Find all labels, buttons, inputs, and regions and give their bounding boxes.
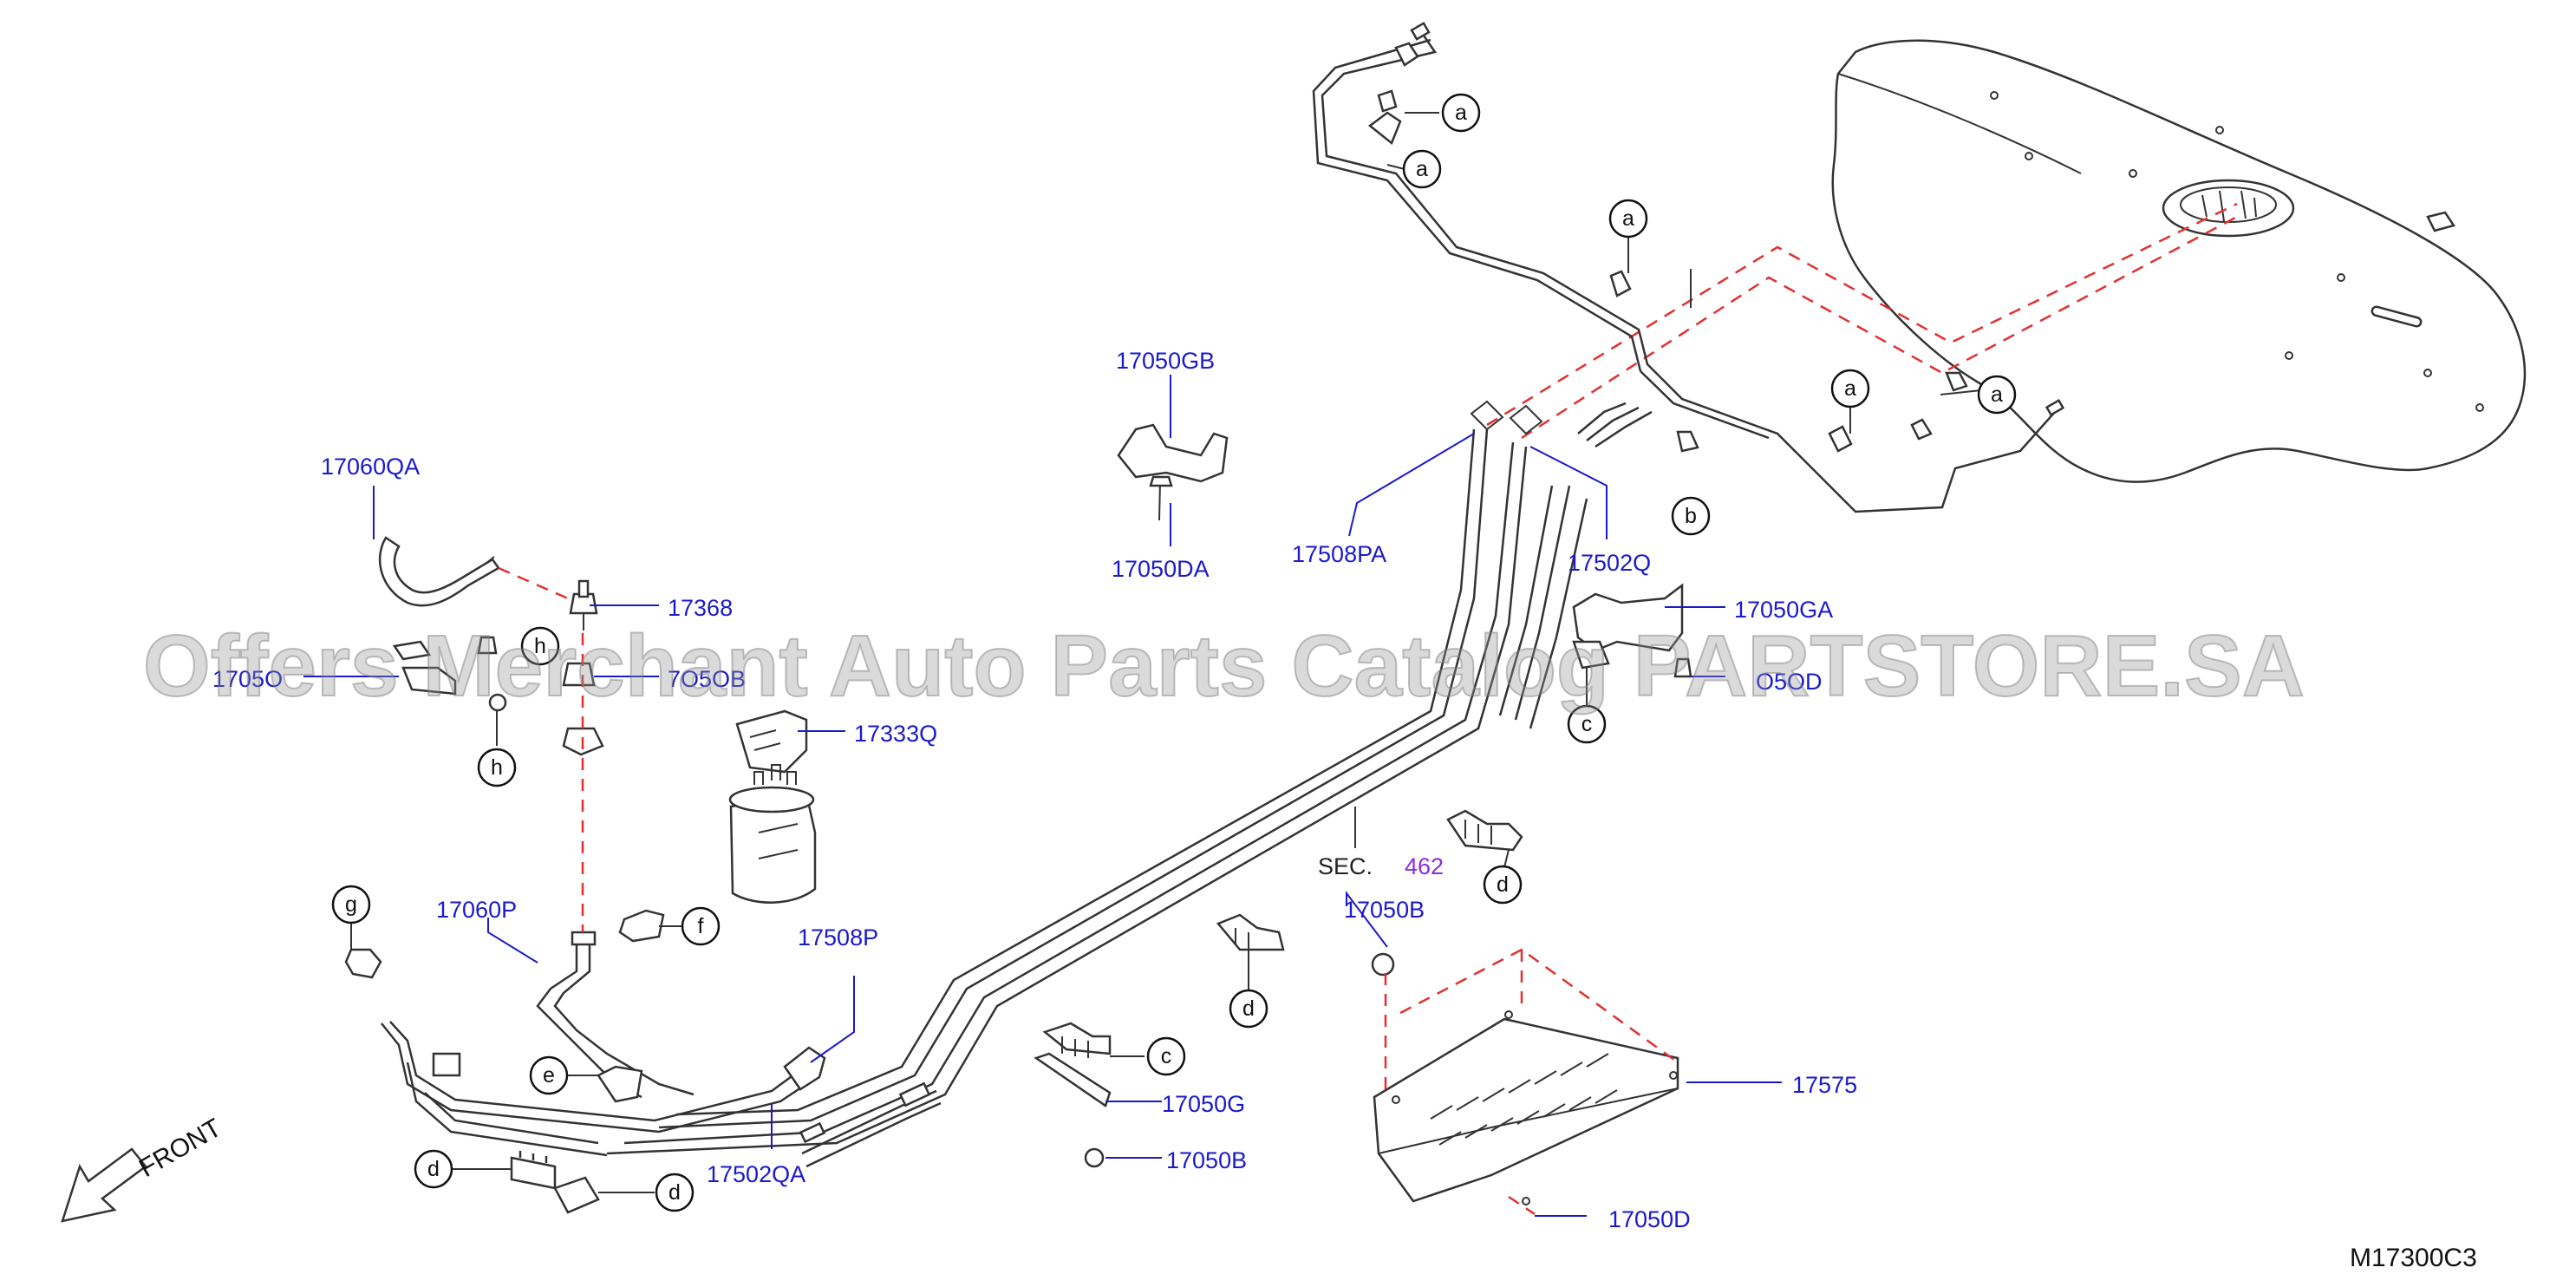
part-label-17050b-bottom[interactable]: 17050B — [1166, 1147, 1247, 1173]
hose-17060qa — [378, 536, 500, 607]
callout-a-4: a — [1830, 369, 1870, 408]
svg-text:a: a — [1622, 206, 1634, 231]
section-number-link[interactable]: 462 — [1405, 853, 1444, 879]
canister-17333q — [728, 709, 817, 904]
part-label-17502qa[interactable]: 17502QA — [707, 1161, 805, 1187]
upper-fuel-pipe — [1312, 22, 2065, 513]
front-indicator: FRONT — [61, 1114, 226, 1223]
svg-text:e: e — [543, 1063, 555, 1088]
svg-text:a: a — [1416, 157, 1428, 181]
callout-e: e — [529, 1055, 569, 1095]
part-label-17050d-right[interactable]: O5OD — [1756, 669, 1823, 695]
front-arrow-icon — [61, 1147, 147, 1223]
part-label-17050ga[interactable]: 17050GA — [1734, 597, 1833, 623]
part-label-17502q[interactable]: 17502Q — [1568, 550, 1651, 576]
callout-g: g — [331, 885, 371, 924]
part-label-17368[interactable]: 17368 — [668, 595, 733, 621]
callout-d-1: d — [1483, 865, 1523, 905]
svg-text:b: b — [1685, 504, 1697, 528]
svg-text:h: h — [534, 634, 546, 658]
part-label-17508p[interactable]: 17508P — [798, 924, 878, 951]
svg-text:h: h — [491, 755, 503, 780]
callout-h-2: h — [477, 748, 517, 787]
svg-text:a: a — [1991, 382, 2003, 407]
svg-text:a: a — [1844, 376, 1856, 401]
callout-c-1: c — [1567, 704, 1607, 744]
svg-text:d: d — [1497, 872, 1509, 897]
svg-text:a: a — [1455, 101, 1467, 125]
fuel-tank — [1831, 39, 2527, 483]
part-label-17050g[interactable]: 17050G — [1162, 1091, 1245, 1117]
left-dashed-guides — [498, 566, 584, 932]
left-pipe-assembly — [381, 1021, 942, 1168]
svg-text:d: d — [427, 1157, 440, 1181]
leaders — [303, 375, 1782, 1217]
part-label-17060qa[interactable]: 17060QA — [321, 454, 420, 480]
callouts: a a a a a b c d d c d d e f g h h — [331, 93, 2017, 1212]
part-label-17333q[interactable]: 17333Q — [854, 721, 937, 747]
watermark: Offers Merchant Auto Parts Catalog PARTS… — [143, 617, 2305, 715]
section-prefix: SEC. — [1318, 853, 1373, 879]
svg-text:d: d — [668, 1180, 681, 1205]
callout-a-5: a — [1977, 375, 2017, 415]
svg-text:d: d — [1242, 996, 1255, 1021]
part-labels: 17060QA 17368 1705O 7O5OB 17333Q 17050GB… — [212, 348, 1857, 1232]
bracket-17050gb — [1117, 423, 1229, 521]
bracket-17050ga — [1572, 583, 1692, 678]
left-small-parts — [344, 636, 665, 1214]
part-label-17050gb[interactable]: 17050GB — [1116, 348, 1215, 374]
callout-leaders — [350, 112, 1982, 1193]
svg-text:c: c — [1161, 1044, 1172, 1068]
part-label-17575[interactable]: 17575 — [1792, 1072, 1857, 1098]
svg-text:f: f — [698, 914, 704, 938]
diagram-code: M17300C3 — [2350, 1244, 2477, 1272]
callout-a-3: a — [1608, 199, 1648, 238]
callout-a-2: a — [1402, 149, 1442, 189]
callout-f: f — [681, 906, 721, 946]
svg-text:g: g — [345, 892, 357, 917]
part-label-17050d-bottom[interactable]: 17050D — [1608, 1206, 1691, 1232]
callout-d-3: d — [414, 1149, 453, 1189]
valve-17368 — [569, 579, 598, 630]
callout-c-2: c — [1146, 1036, 1186, 1076]
part-label-17050b-top[interactable]: 17050B — [1344, 897, 1425, 923]
callout-a-1: a — [1441, 93, 1481, 133]
front-label: FRONT — [134, 1114, 226, 1183]
shield-17575 — [1373, 1010, 1679, 1205]
part-label-17050da[interactable]: 17050DA — [1112, 556, 1210, 582]
clips — [1034, 42, 1968, 1168]
part-label-17050-left[interactable]: 1705O — [212, 666, 283, 692]
svg-text:c: c — [1581, 712, 1593, 736]
callout-d-4: d — [655, 1173, 695, 1212]
part-label-17060p[interactable]: 17060P — [436, 897, 517, 923]
callout-h-1: h — [520, 626, 560, 666]
shield-dashed-guides — [1384, 948, 1679, 1216]
callout-b: b — [1671, 496, 1711, 536]
callout-d-2: d — [1229, 989, 1268, 1029]
part-label-17050b-mid[interactable]: 7O5OB — [668, 666, 746, 692]
part-label-17508pa[interactable]: 17508PA — [1292, 541, 1386, 567]
